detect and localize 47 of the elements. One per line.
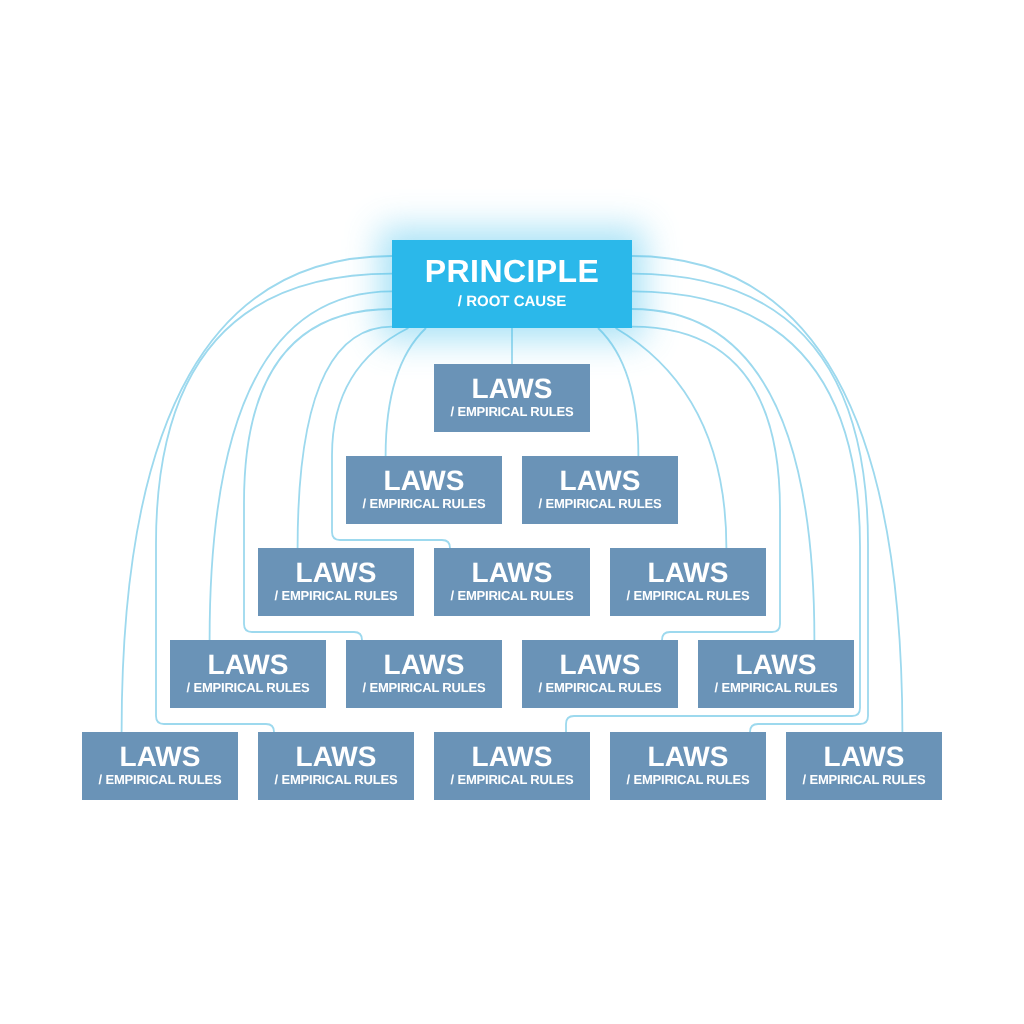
box-title: LAWS — [295, 742, 377, 772]
law-box — [610, 732, 766, 800]
connector-line — [597, 327, 640, 457]
box-title: LAWS — [471, 558, 553, 588]
connector-line — [155, 272, 393, 733]
connector-line — [120, 255, 393, 733]
law-box — [346, 456, 502, 524]
box-title: LAWS — [207, 650, 289, 680]
box-title: LAWS — [383, 466, 465, 496]
law-box — [258, 732, 414, 800]
connector-line — [631, 255, 904, 733]
connector-line — [331, 327, 451, 549]
connector-line — [296, 325, 393, 549]
box-title: LAWS — [735, 650, 817, 680]
connector-line — [243, 308, 393, 641]
principle-box — [392, 240, 632, 328]
law-box — [346, 640, 502, 708]
connector-line — [511, 327, 513, 365]
box-title: LAWS — [119, 742, 201, 772]
box-title: PRINCIPLE — [424, 256, 600, 292]
connector-line — [384, 327, 427, 457]
connector-line — [631, 272, 869, 733]
box-title: LAWS — [559, 466, 641, 496]
law-box — [698, 640, 854, 708]
box-title: LAWS — [647, 742, 729, 772]
law-box — [170, 640, 326, 708]
law-box — [610, 548, 766, 616]
connector-line — [614, 327, 728, 549]
law-box — [522, 640, 678, 708]
connector-line — [565, 290, 861, 733]
connector-line — [208, 290, 393, 641]
box-title: LAWS — [471, 742, 553, 772]
law-box — [786, 732, 942, 800]
law-box — [522, 456, 678, 524]
box-title: LAWS — [559, 650, 641, 680]
box-title: LAWS — [823, 742, 905, 772]
box-title: LAWS — [647, 558, 729, 588]
law-box — [434, 364, 590, 432]
law-box — [258, 548, 414, 616]
box-title: LAWS — [471, 374, 553, 404]
law-box — [434, 548, 590, 616]
connector-line — [631, 325, 781, 641]
connector-line — [631, 308, 816, 641]
law-box — [82, 732, 238, 800]
box-title: LAWS — [383, 650, 465, 680]
law-box — [434, 732, 590, 800]
box-title: LAWS — [295, 558, 377, 588]
